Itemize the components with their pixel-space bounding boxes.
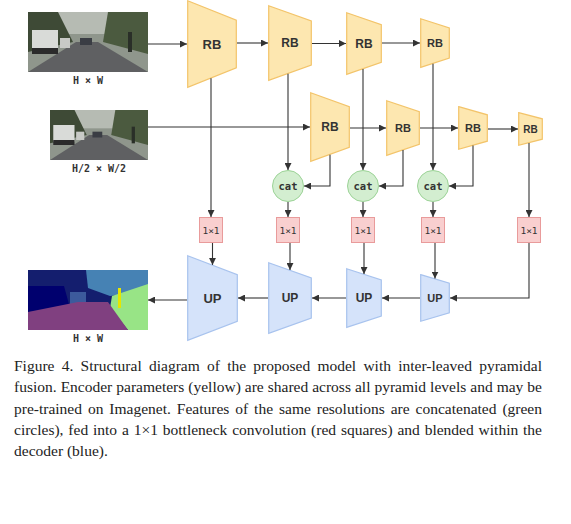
- block-label: RB: [203, 37, 222, 52]
- encoder-block: RB: [386, 100, 420, 156]
- concat-label: cat: [424, 180, 443, 192]
- conv-label: 1×1: [279, 225, 296, 236]
- data-flow-arrow: [528, 143, 529, 217]
- encoder-block: RB: [420, 18, 450, 68]
- upsample-block: UP: [187, 255, 238, 341]
- data-flow-arrow: [148, 43, 187, 44]
- data-flow-arrow: [363, 243, 364, 274]
- conv-label: 1×1: [520, 225, 537, 236]
- concat-node: cat: [272, 170, 304, 202]
- block-label: UP: [282, 291, 299, 305]
- data-flow-arrow: [434, 243, 435, 279]
- data-flow-arrow: [238, 297, 268, 298]
- block-label: UP: [427, 292, 442, 304]
- block-label: UP: [203, 291, 221, 306]
- data-flow-arrow: [148, 299, 187, 300]
- resolution-label: H/2 × W/2: [50, 163, 148, 174]
- resolution-label: H × W: [28, 75, 148, 86]
- bottleneck-conv: 1×1: [517, 217, 541, 243]
- block-label: RB: [523, 124, 537, 135]
- upsample-block: UP: [420, 274, 450, 322]
- trapezoid-shape: [311, 93, 350, 162]
- bottleneck-conv: 1×1: [276, 217, 300, 243]
- encoder-block: RB: [346, 12, 382, 75]
- data-flow-arrow: [287, 74, 288, 170]
- concat-node: cat: [417, 170, 449, 202]
- trapezoid-shape: [347, 269, 382, 328]
- trapezoid-shape: [188, 256, 238, 341]
- input-image-half: H/2 × W/2: [50, 110, 148, 176]
- data-flow-arrow: [289, 243, 290, 270]
- output-segmentation: H × W: [28, 270, 148, 350]
- data-flow-arrow: [350, 127, 386, 128]
- segmentation-map: [28, 270, 148, 330]
- data-flow-arrow: [287, 202, 288, 217]
- data-flow-arrow: [382, 42, 420, 43]
- bottleneck-conv: 1×1: [421, 217, 445, 243]
- encoder-block: RB: [518, 112, 543, 146]
- data-flow-arrow: [432, 64, 433, 170]
- trapezoid-shape: [387, 101, 420, 156]
- street-photo-half: [50, 110, 148, 160]
- data-flow-arrow: [312, 43, 346, 44]
- block-label: UP: [356, 291, 373, 305]
- block-label: RB: [465, 122, 481, 134]
- street-photo: [28, 12, 148, 72]
- data-flow-arrow: [210, 78, 211, 217]
- trapezoid-shape: [459, 107, 488, 150]
- input-image: H × W: [28, 12, 148, 88]
- block-label: RB: [395, 122, 411, 134]
- data-flow-arrow: [212, 243, 213, 265]
- encoder-block: RB: [310, 92, 350, 162]
- data-flow-arrow: [420, 127, 458, 128]
- trapezoid-shape: [269, 6, 312, 81]
- trapezoid-shape: [347, 13, 382, 75]
- block-label: RB: [321, 120, 338, 134]
- bottleneck-conv: 1×1: [351, 217, 375, 243]
- data-flow-arrow: [450, 243, 529, 298]
- encoder-block: RB: [268, 5, 312, 81]
- data-flow-arrow: [449, 146, 473, 186]
- block-label: RB: [355, 37, 372, 51]
- encoder-block: RB: [458, 106, 488, 150]
- upsample-block: UP: [346, 268, 382, 328]
- concat-label: cat: [354, 180, 373, 192]
- data-flow-arrow: [432, 202, 433, 217]
- encoder-block: RB: [187, 0, 237, 88]
- trapezoid-shape: [188, 1, 237, 88]
- block-label: RB: [281, 36, 298, 50]
- data-flow-arrow: [148, 126, 310, 127]
- trapezoid-shape: [421, 275, 450, 322]
- concat-label: cat: [279, 180, 298, 192]
- data-flow-arrow: [312, 297, 346, 298]
- block-label: RB: [427, 37, 443, 49]
- figure-caption: Figure 4. Structural diagram of the prop…: [14, 355, 542, 461]
- resolution-label: H × W: [28, 333, 148, 344]
- bottleneck-conv: 1×1: [199, 217, 223, 243]
- data-flow-arrow: [382, 297, 420, 298]
- data-flow-arrow: [237, 42, 268, 43]
- conv-label: 1×1: [424, 225, 441, 236]
- conv-label: 1×1: [202, 225, 219, 236]
- data-flow-arrow: [362, 69, 363, 170]
- upsample-block: UP: [268, 262, 312, 334]
- trapezoid-shape: [519, 113, 543, 146]
- trapezoid-shape: [421, 19, 450, 68]
- data-flow-arrow: [488, 128, 518, 129]
- conv-label: 1×1: [354, 225, 371, 236]
- trapezoid-shape: [269, 263, 312, 334]
- data-flow-arrow: [379, 150, 403, 186]
- concat-node: cat: [347, 170, 379, 202]
- data-flow-arrow: [362, 202, 363, 217]
